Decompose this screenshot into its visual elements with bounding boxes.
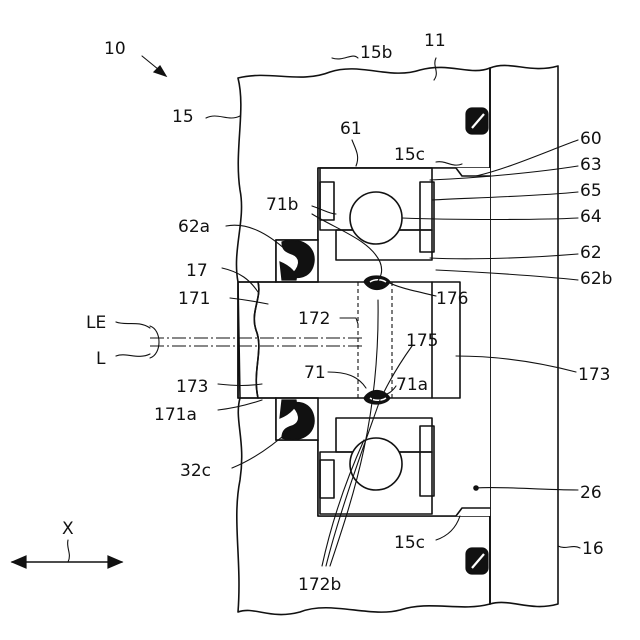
label-26: 26 [580,483,602,503]
label-62b: 62b [580,269,612,289]
label-62: 62 [580,243,602,263]
label-63: 63 [580,155,602,175]
label-15: 15 [172,107,194,127]
label-71a: 71a [396,375,428,395]
label-61: 61 [340,119,362,139]
pointer-10 [142,56,166,76]
label-17: 17 [186,261,208,281]
label-173-right: 173 [578,365,610,385]
label-173-left: 173 [176,377,208,397]
label-L: L [96,349,106,369]
label-65: 65 [580,181,602,201]
label-64: 64 [580,207,602,227]
seal-lower [276,398,318,440]
x-direction-arrow [12,540,122,568]
label-15b: 15b [360,43,392,63]
label-X: X [62,519,74,539]
label-60: 60 [580,129,602,149]
label-62a: 62a [178,217,210,237]
label-172b: 172b [298,575,341,595]
ring-175 [364,391,390,405]
label-171: 171 [178,289,210,309]
label-16: 16 [582,539,604,559]
label-11: 11 [424,31,446,51]
space-26-marker [474,486,478,490]
label-171a: 171a [154,405,197,425]
label-175: 175 [406,331,438,351]
label-15c-top: 15c [394,145,425,165]
label-15c-bottom: 15c [394,533,425,553]
label-172: 172 [298,309,330,329]
label-32c: 32c [180,461,211,481]
o-ring-bottom [466,548,488,574]
label-71b: 71b [266,195,298,215]
wall-16 [490,65,558,606]
label-10: 10 [104,39,126,59]
label-71: 71 [304,363,326,383]
ball-upper [350,192,402,244]
label-LE: LE [86,313,106,333]
label-176: 176 [436,289,468,309]
o-ring-top [466,108,488,134]
